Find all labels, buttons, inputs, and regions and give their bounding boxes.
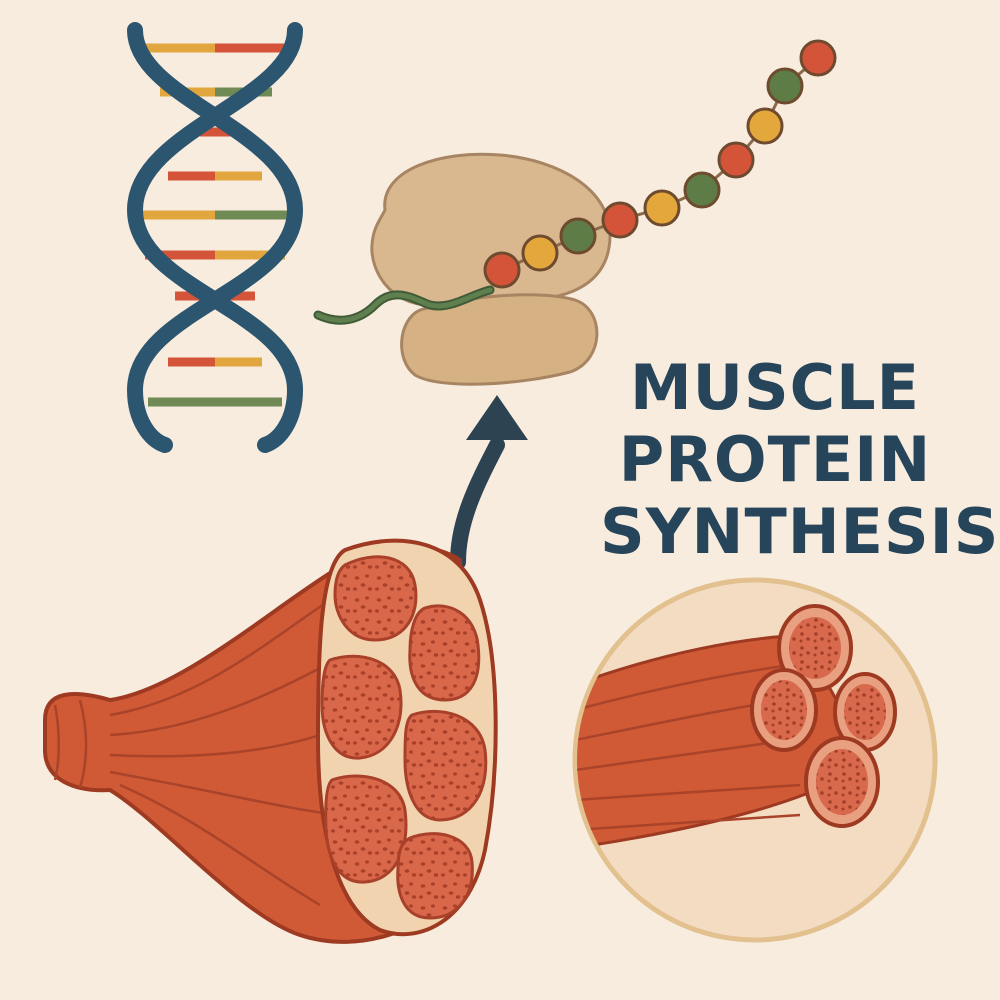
myofibril-bundle-icon <box>572 577 938 943</box>
dna-base-pairs <box>140 43 290 407</box>
dna-strand-a <box>126 22 304 453</box>
amino-acid-bead <box>643 189 681 227</box>
ribosome-icon <box>313 152 612 386</box>
amino-acid-bead <box>683 171 721 209</box>
page-title: MUSCLE PROTEIN SYNTHESIS <box>600 351 1000 568</box>
title-line-1: MUSCLE <box>629 351 921 424</box>
dna-double-helix-icon <box>126 22 304 453</box>
amino-acid-bead <box>746 107 784 145</box>
amino-acid-bead <box>601 201 639 239</box>
muscle-fascicles <box>320 555 488 920</box>
amino-acid-bead <box>766 67 804 105</box>
amino-acid-bead <box>717 141 755 179</box>
curved-arrow-icon <box>450 395 528 570</box>
dna-strand-b <box>126 22 304 453</box>
title-line-2: PROTEIN <box>618 423 932 496</box>
amino-acid-bead <box>559 217 597 255</box>
amino-acid-bead <box>521 234 559 272</box>
amino-acid-bead <box>483 251 521 289</box>
title-line-3: SYNTHESIS <box>600 495 1000 568</box>
muscle-striations <box>53 598 341 907</box>
ribosome-small-subunit <box>400 293 599 386</box>
muscle-cross-section-icon <box>43 538 498 944</box>
amino-acid-chain-icon <box>483 39 837 289</box>
amino-acid-bead <box>799 39 837 77</box>
myofibril-ends <box>750 604 897 828</box>
